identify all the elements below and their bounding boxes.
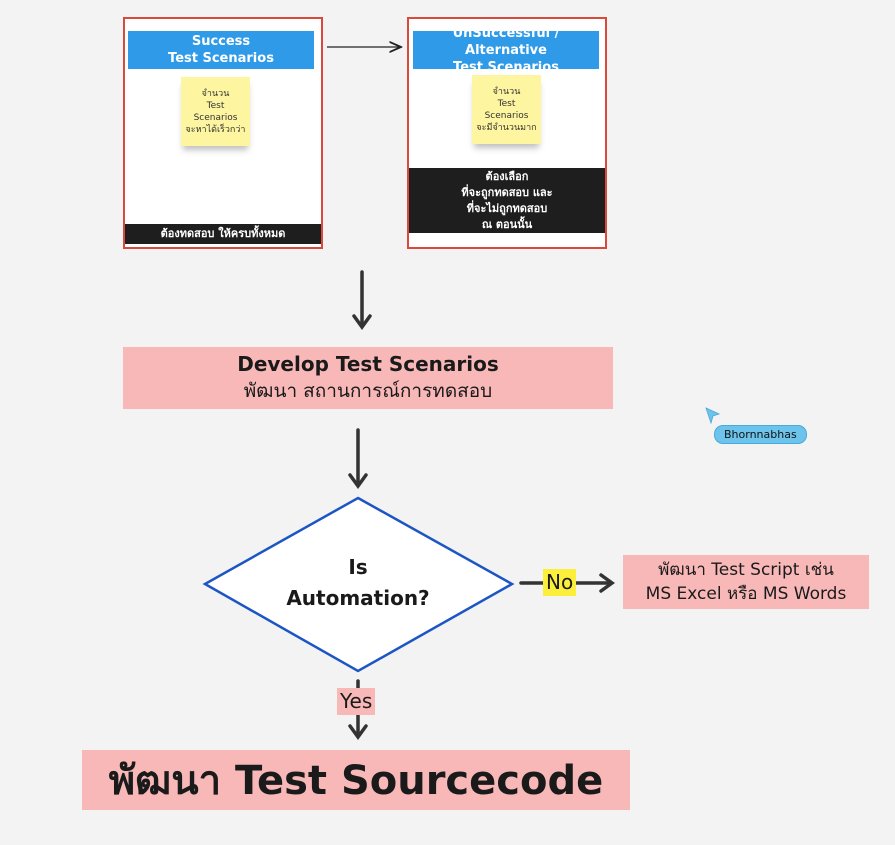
sticky-line: จะหาได้เร็วกว่า bbox=[185, 124, 246, 135]
success-header-line2: Test Scenarios bbox=[168, 51, 274, 66]
unsuccessful-header-line1: UnSuccessful / Alternative bbox=[452, 25, 560, 58]
develop-subtitle: พัฒนา สถานการณ์การทดสอบ bbox=[243, 380, 493, 402]
test-script-line1: พัฒนา Test Script เช่น bbox=[658, 560, 834, 580]
unsuccessful-header: UnSuccessful / Alternative Test Scenario… bbox=[413, 26, 599, 75]
collaborator-cursor-icon bbox=[705, 407, 721, 425]
develop-title: Develop Test Scenarios bbox=[237, 352, 499, 376]
decision-line1: Is bbox=[348, 555, 368, 579]
decision-line2: Automation? bbox=[286, 586, 430, 610]
sticky-line: จะมีจำนวนมาก bbox=[476, 122, 537, 133]
success-footer-text: ต้องทดสอบ ให้ครบทั้งหมด bbox=[160, 227, 286, 240]
yes-label: Yes bbox=[337, 688, 376, 715]
unsuccessful-header-line2: Test Scenarios bbox=[453, 59, 559, 75]
success-header-line1: Success bbox=[191, 34, 251, 49]
unsuccessful-footer-line: ณ ตอนนั้น bbox=[481, 217, 533, 231]
arrow-to-decision bbox=[348, 428, 368, 489]
sticky-line: Scenarios bbox=[193, 112, 238, 123]
sticky-line: จำนวน bbox=[492, 86, 521, 97]
success-footer: ต้องทดสอบ ให้ครบทั้งหมด bbox=[125, 224, 321, 244]
success-sticky-note[interactable]: จำนวน Test Scenarios จะหาได้เร็วกว่า bbox=[181, 77, 250, 146]
develop-scenarios-box[interactable]: Develop Test Scenarios พัฒนา สถานการณ์กา… bbox=[123, 347, 613, 409]
arrow-to-develop bbox=[352, 270, 372, 330]
unsuccessful-footer-line: ต้องเลือก bbox=[485, 169, 529, 183]
unsuccessful-footer-line: ที่จะไม่ถูกทดสอบ bbox=[466, 201, 548, 215]
sticky-line: จำนวน bbox=[201, 88, 230, 99]
unsuccessful-footer-line: ที่จะถูกทดสอบ และ bbox=[461, 185, 553, 199]
test-sourcecode-box[interactable]: พัฒนา Test Sourcecode bbox=[82, 750, 630, 810]
test-script-box[interactable]: พัฒนา Test Script เช่น MS Excel หรือ MS … bbox=[623, 555, 869, 609]
test-script-line2: MS Excel หรือ MS Words bbox=[645, 584, 847, 604]
test-sourcecode-text: พัฒนา Test Sourcecode bbox=[108, 758, 604, 804]
decision-diamond bbox=[202, 496, 515, 673]
sticky-line: Test bbox=[497, 98, 516, 109]
decision-text: Is Automation? bbox=[258, 552, 458, 614]
sticky-line: Test bbox=[206, 100, 225, 111]
unsuccessful-sticky-note[interactable]: จำนวน Test Scenarios จะมีจำนวนมาก bbox=[472, 75, 541, 144]
success-header: Success Test Scenarios bbox=[128, 31, 314, 69]
collaborator-name-tag: Bhornnabhas bbox=[714, 425, 807, 444]
no-label: No bbox=[543, 569, 577, 596]
unsuccessful-footer: ต้องเลือก ที่จะถูกทดสอบ และ ที่จะไม่ถูกท… bbox=[409, 168, 605, 233]
sticky-line: Scenarios bbox=[484, 110, 529, 121]
